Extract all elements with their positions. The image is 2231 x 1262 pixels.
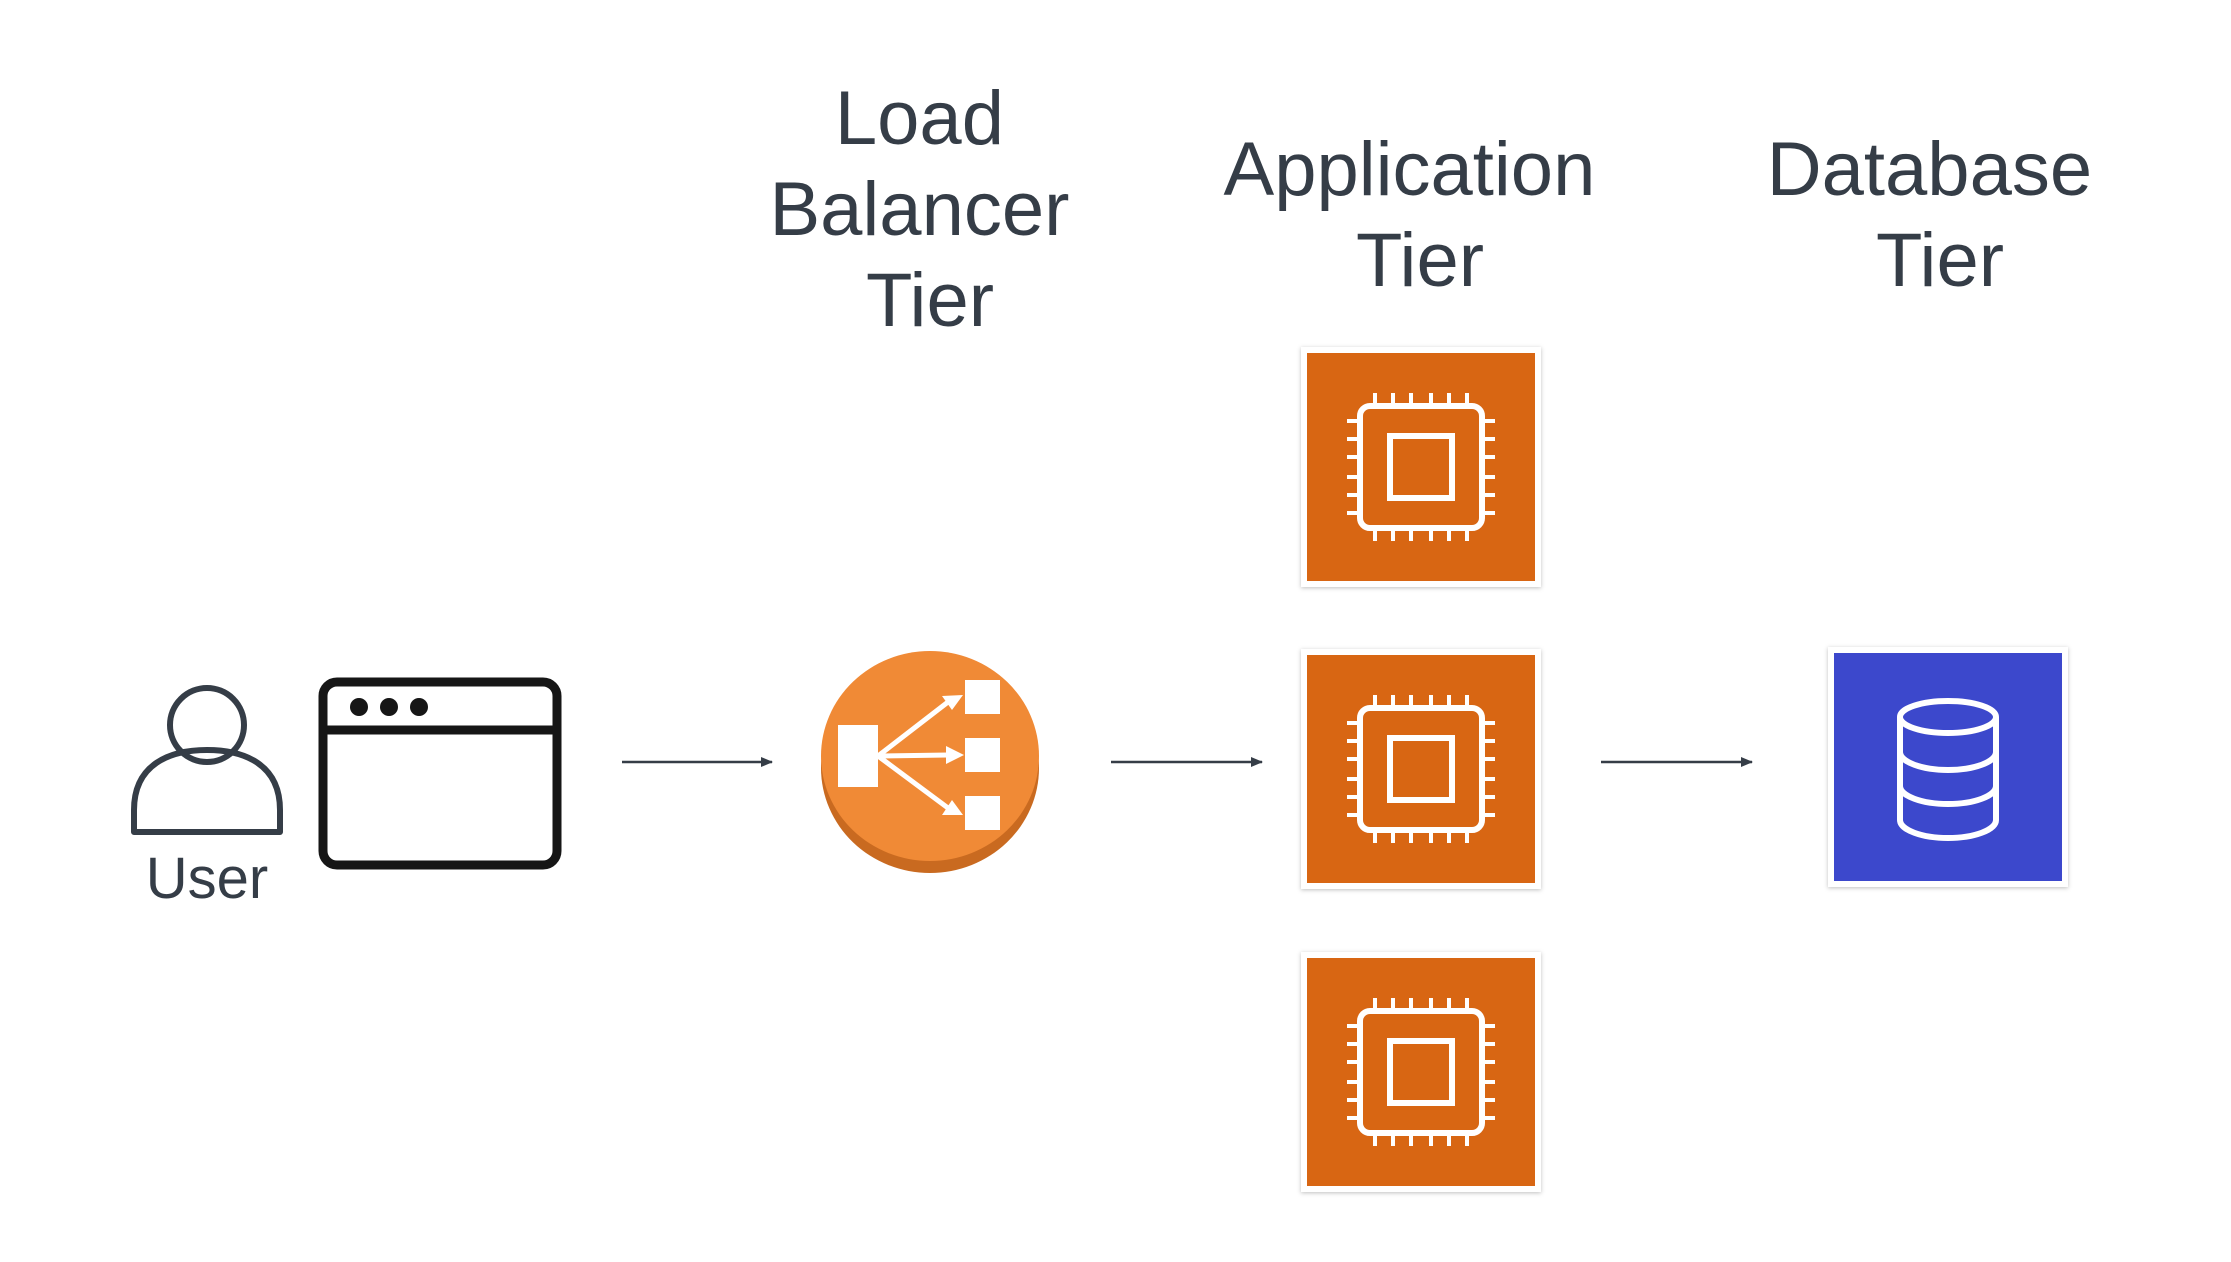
app-server-3 <box>1301 952 1541 1192</box>
ec2-instance-icon <box>1307 353 1535 581</box>
database-node <box>1828 647 2068 887</box>
app-server-2 <box>1301 649 1541 889</box>
load-balancer-tier-heading-line-2: Balancer <box>769 167 1069 252</box>
browser-window-icon <box>318 677 562 870</box>
application-tier-heading-line-1: Application <box>1224 127 1596 212</box>
database-icon <box>1897 698 1999 842</box>
ec2-instance-icon <box>1307 655 1535 883</box>
database-tier-heading-line-1: Database <box>1767 127 2092 212</box>
application-tier-heading-line-2: Tier <box>1356 218 1484 303</box>
load-balancer-tier-heading-line-1: Load <box>835 76 1004 161</box>
ec2-instance-icon <box>1307 958 1535 1186</box>
user-label: User <box>146 846 268 911</box>
load-balancer-tier-heading: Load Balancer Tier <box>769 76 1090 343</box>
elastic-load-balancer-icon <box>821 651 1039 873</box>
load-balancer-tier-heading-line-3: Tier <box>866 258 994 343</box>
database-tier-heading: Database Tier <box>1767 127 2113 303</box>
user-icon <box>131 685 283 835</box>
app-server-1 <box>1301 347 1541 587</box>
application-tier-heading: Application Tier <box>1224 127 1617 303</box>
database-tier-heading-line-2: Tier <box>1876 218 2004 303</box>
